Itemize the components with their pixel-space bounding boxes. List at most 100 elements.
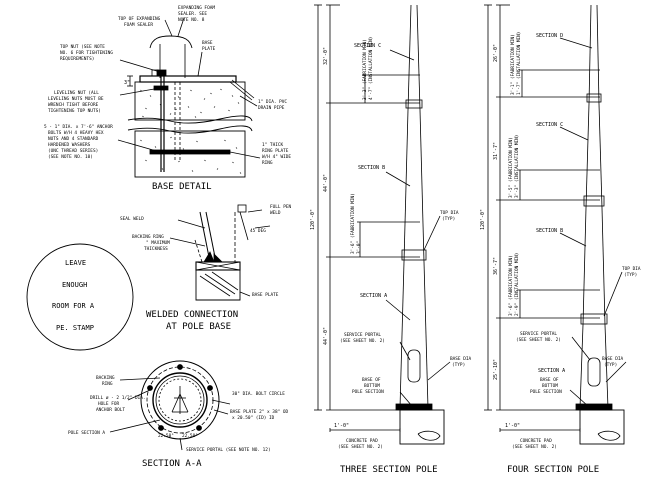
note-foam-top-2: FOAM SEALER [124,22,153,28]
note-drain: 1" DIA. PVC [258,99,287,105]
three-dim-base: 1'-0" [334,423,349,429]
three-section-b: SECTION B [358,165,385,171]
four-top-dia: TOP DIA [622,266,641,272]
four-dim-total: 120'-0" [480,209,486,230]
note-leveling: LEVELING NUT (ALL [54,90,99,96]
base-detail: 3" TOP OF EXPANDING FOAM SEALER EXPANDIN… [44,5,291,192]
three-section-pole: SECTION C SECTION B SECTION A 120'-0" 32… [310,4,472,475]
four-service: SERVICE PORTAL [520,331,557,337]
note-foam-sealer-2: SEALER. SEE [178,11,207,17]
three-dim-upper: 32'-0" [323,47,329,65]
stamp-line-2: ENOUGH [62,281,87,289]
four-splice-fab-b: 3'-6" (FABRICATION MIN) [508,255,514,316]
three-top-dia: TOP DIA [440,210,459,216]
four-base-dia-2: (TYP) [604,362,617,368]
four-dim-b: 36'-7" [493,257,499,275]
angle-2: 22.50° [182,433,198,439]
four-splice-fab-c: 3'-5" (FABRICATION MIN) [508,137,514,198]
three-dim-lower: 44'-0" [323,327,329,345]
note-backing-ring: BACKING RING [132,234,164,240]
note-drill: DRILL ø - 2 1/2" DIA. [90,395,146,401]
three-pad-2: (SEE SHEET NO. 2) [338,444,383,450]
three-dim-total: 120'-0" [310,209,316,230]
three-top-dia-2: (TYP) [442,216,455,222]
note-backing-ring-3: THICKNESS [144,246,168,252]
four-section-a: SECTION A [538,368,565,374]
note-top-nut-2: NO. 6 FOR TIGHTENING [60,50,113,56]
concrete-speckle [139,86,240,119]
note-leveling-2: LEVELING NUTS MUST BE [48,96,104,102]
welded-connection: SEAL WELD BACKING RING " MAXIMUM THICKNE… [120,204,292,332]
note-ring-2: RING PLATE [262,148,289,154]
four-section-d: SECTION D [536,33,563,39]
welded-title: WELDED CONNECTION [146,310,238,320]
four-service-2: (SEE SHEET NO. 2) [516,337,561,343]
note-foam-top: TOP OF EXPANDING [118,16,161,22]
three-pole-section: POLE SECTION [352,389,384,395]
note-full-pen-2: WELD [270,210,281,216]
four-base-of: BASE OF [540,377,559,383]
four-top-dia-2: (TYP) [624,272,637,278]
note-base-plate-2: PLATE [202,46,216,52]
note-anchor-6: (SEE NOTE NO. 10) [48,154,93,160]
four-section-pole: SECTION D SECTION C SECTION B SECTION A … [480,4,641,475]
note-foam-sealer: EXPANDING FOAM [178,5,215,11]
note-anchor-5: (UNC THREAD SERIES) [48,148,98,154]
note-aa-base-plate: BASE PLATE 2" x 38" OD [230,409,289,415]
note-angle: 45 DEG [250,228,266,234]
angle-1: 22.50° [158,433,174,439]
note-bolt-circle: 30" DIA. BOLT CIRCLE [232,391,285,397]
stamp-line-4: PE. STAMP [56,324,94,332]
three-service: SERVICE PORTAL [344,332,381,338]
note-foam-sealer-3: NOTE NO. 8 [178,17,205,23]
three-section-a: SECTION A [360,293,387,299]
note-seal-weld: SEAL WELD [120,216,144,222]
four-splice-inst-d: 1'-7" (INSTALLATION MIN) [516,32,522,95]
four-title: FOUR SECTION POLE [507,465,599,475]
note-anchor-4: HARDENED WASHERS [48,142,91,148]
base-detail-title: BASE DETAIL [152,182,212,192]
four-splice-inst-b: 2'-9" (INSTALLATION MIN) [514,253,520,316]
note-base-plate: BASE [202,40,213,46]
note-ring: 1" THICK [262,142,284,148]
note-service-aa: SERVICE PORTAL (SEE NOTE NO. 12) [186,447,271,453]
note-backing-ring-2: " MAXIMUM [146,240,170,246]
four-dim-c: 31'-7" [493,142,499,160]
three-service-2: (SEE SHEET NO. 2) [340,338,385,344]
welded-title-2: AT POLE BASE [166,322,231,332]
four-splice-fab-d: 3'-1" (FABRICATION MIN) [510,34,516,95]
four-pad-2: (SEE SHEET NO. 2) [512,444,557,450]
four-dim-a: 25'-10" [493,359,499,380]
four-dim-base: 1'-0" [505,423,520,429]
three-base-of: BASE OF [362,377,381,383]
section-aa: BACKING RING DRILL ø - 2 1/2" DIA. HOLE … [68,360,289,469]
note-ring-3: W/H 4" WIDE [262,154,291,160]
three-title: THREE SECTION POLE [340,465,438,475]
four-pole-section: POLE SECTION [530,389,562,395]
section-aa-title: SECTION A-A [142,459,202,469]
note-anchor-2: BOLTS W/H 4 HEAVY HEX [48,130,104,136]
four-dim-d: 26'-0" [493,44,499,62]
dim-3in: 3" [124,80,130,86]
note-drill-3: ANCHOR BOLT [96,407,125,413]
three-bottom: BOTTOM [364,383,380,389]
three-dim-middle: 44'-0" [323,174,329,192]
three-base-dia-2: (TYP) [452,362,465,368]
note-leveling-4: TIGHTENING TOP NUTS) [48,108,101,114]
three-splice-inst-1: 4'-7" (INSTALLATION MIN) [368,37,374,100]
four-section-b: SECTION B [536,228,563,234]
note-pole-section-a: POLE SECTION A [68,430,105,436]
three-section-c: SECTION C [354,43,381,49]
note-full-pen: FULL PEN [270,204,292,210]
four-splice-inst-c: 3'-3" (INSTALLATION MIN) [514,135,520,198]
note-ring-4: RING [262,160,273,166]
three-splice-fab-2: 3'-6" (FABRICATION MIN) [350,193,356,254]
note-leveling-3: WRENCH TIGHT BEFORE [48,102,99,108]
three-pad: CONCRETE PAD [346,438,378,444]
note-drain-2: DRAIN PIPE [258,105,285,111]
four-section-c: SECTION C [536,122,563,128]
note-top-nut: TOP NUT (SEE NOTE [60,44,105,50]
four-bottom: BOTTOM [542,383,558,389]
